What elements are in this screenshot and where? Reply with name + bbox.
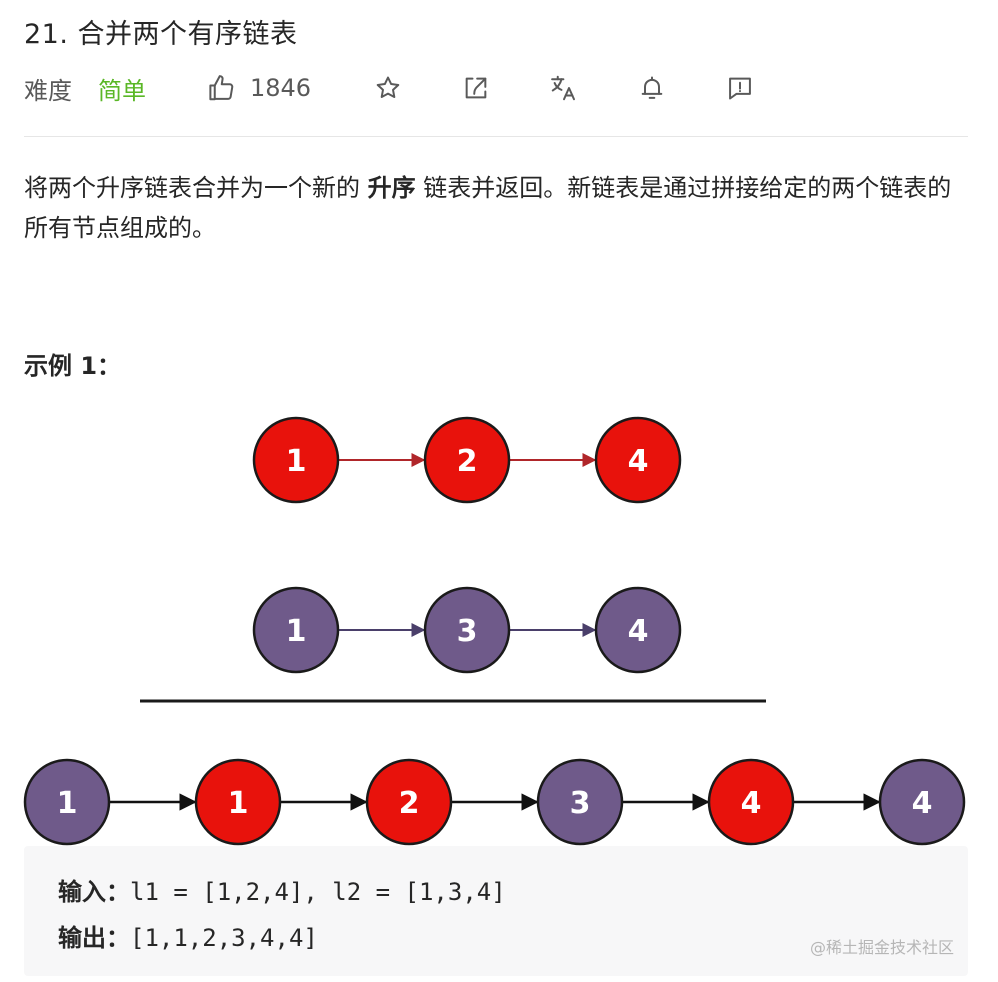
thumbs-up-icon xyxy=(206,73,236,103)
description-text-2: 链表并返回。新链表是通过拼接给定的两个链表的所有节点组成的。 xyxy=(24,174,952,242)
description-text-1: 将两个升序链表合并为一个新的 xyxy=(24,174,368,202)
merged-node-circle xyxy=(194,758,282,846)
merged-node-label: 3 xyxy=(570,786,591,821)
share-button[interactable] xyxy=(458,68,494,108)
merged-node-circle xyxy=(878,758,966,846)
linked-list-diagram: 1 2 4 1 3 4 1 1 2 3 4 4 xyxy=(23,416,966,846)
favorite-button[interactable] xyxy=(370,68,406,108)
notification-button[interactable] xyxy=(634,68,670,108)
description-bold: 升序 xyxy=(367,174,416,202)
list2-node-label: 3 xyxy=(457,614,478,649)
star-icon xyxy=(374,74,402,102)
like-count: 1846 xyxy=(250,74,312,102)
merged-node-label: 1 xyxy=(228,786,249,821)
problem-meta-bar: 难度 简单 1846 xyxy=(24,68,974,108)
feedback-button[interactable] xyxy=(722,68,758,108)
example-code-block: 输入：l1 = [1,2,4], l2 = [1,3,4] 输出：[1,1,2,… xyxy=(24,846,968,976)
list1-node-label: 2 xyxy=(457,444,478,479)
list1-node-label: 4 xyxy=(628,444,649,479)
merged-node-circle xyxy=(536,758,624,846)
example-output: 输出：[1,1,2,3,4,4] xyxy=(58,918,318,953)
merged-node-circle xyxy=(365,758,453,846)
merged-node-label: 4 xyxy=(741,786,762,821)
input-label: 输入： xyxy=(58,878,130,906)
list2-node-label: 4 xyxy=(628,614,649,649)
share-icon xyxy=(462,74,490,102)
bell-icon xyxy=(638,74,666,102)
list1-node-circle xyxy=(594,416,682,504)
translate-button[interactable] xyxy=(546,68,582,108)
problem-title: 21. 合并两个有序链表 xyxy=(24,19,298,50)
list2-node-circle xyxy=(594,586,682,674)
merged-node-circle xyxy=(23,758,111,846)
problem-description: 将两个升序链表合并为一个新的 升序 链表并返回。新链表是通过拼接给定的两个链表的… xyxy=(24,168,968,248)
merged-node-label: 4 xyxy=(912,786,933,821)
difficulty-label: 难度 xyxy=(24,76,72,105)
list1-node-circle xyxy=(252,416,340,504)
watermark: @稀土掘金技术社区 xyxy=(810,938,955,957)
list2-node-circle xyxy=(252,586,340,674)
input-value: l1 = [1,2,4], l2 = [1,3,4] xyxy=(130,878,506,906)
like-button[interactable]: 1846 xyxy=(206,68,311,108)
feedback-icon xyxy=(726,74,754,102)
list2-node-circle xyxy=(423,586,511,674)
list1-node-label: 1 xyxy=(286,444,307,479)
header-divider xyxy=(24,136,968,137)
merged-node-circle xyxy=(707,758,795,846)
list2-node-label: 1 xyxy=(286,614,307,649)
example-input: 输入：l1 = [1,2,4], l2 = [1,3,4] xyxy=(58,872,506,907)
list1-node-circle xyxy=(423,416,511,504)
merged-node-label: 1 xyxy=(57,786,78,821)
merged-node-label: 2 xyxy=(399,786,420,821)
output-value: [1,1,2,3,4,4] xyxy=(130,924,318,952)
translate-icon xyxy=(549,73,579,103)
difficulty-value: 简单 xyxy=(98,76,146,105)
output-label: 输出： xyxy=(58,924,130,952)
example-title: 示例 1： xyxy=(24,352,122,380)
